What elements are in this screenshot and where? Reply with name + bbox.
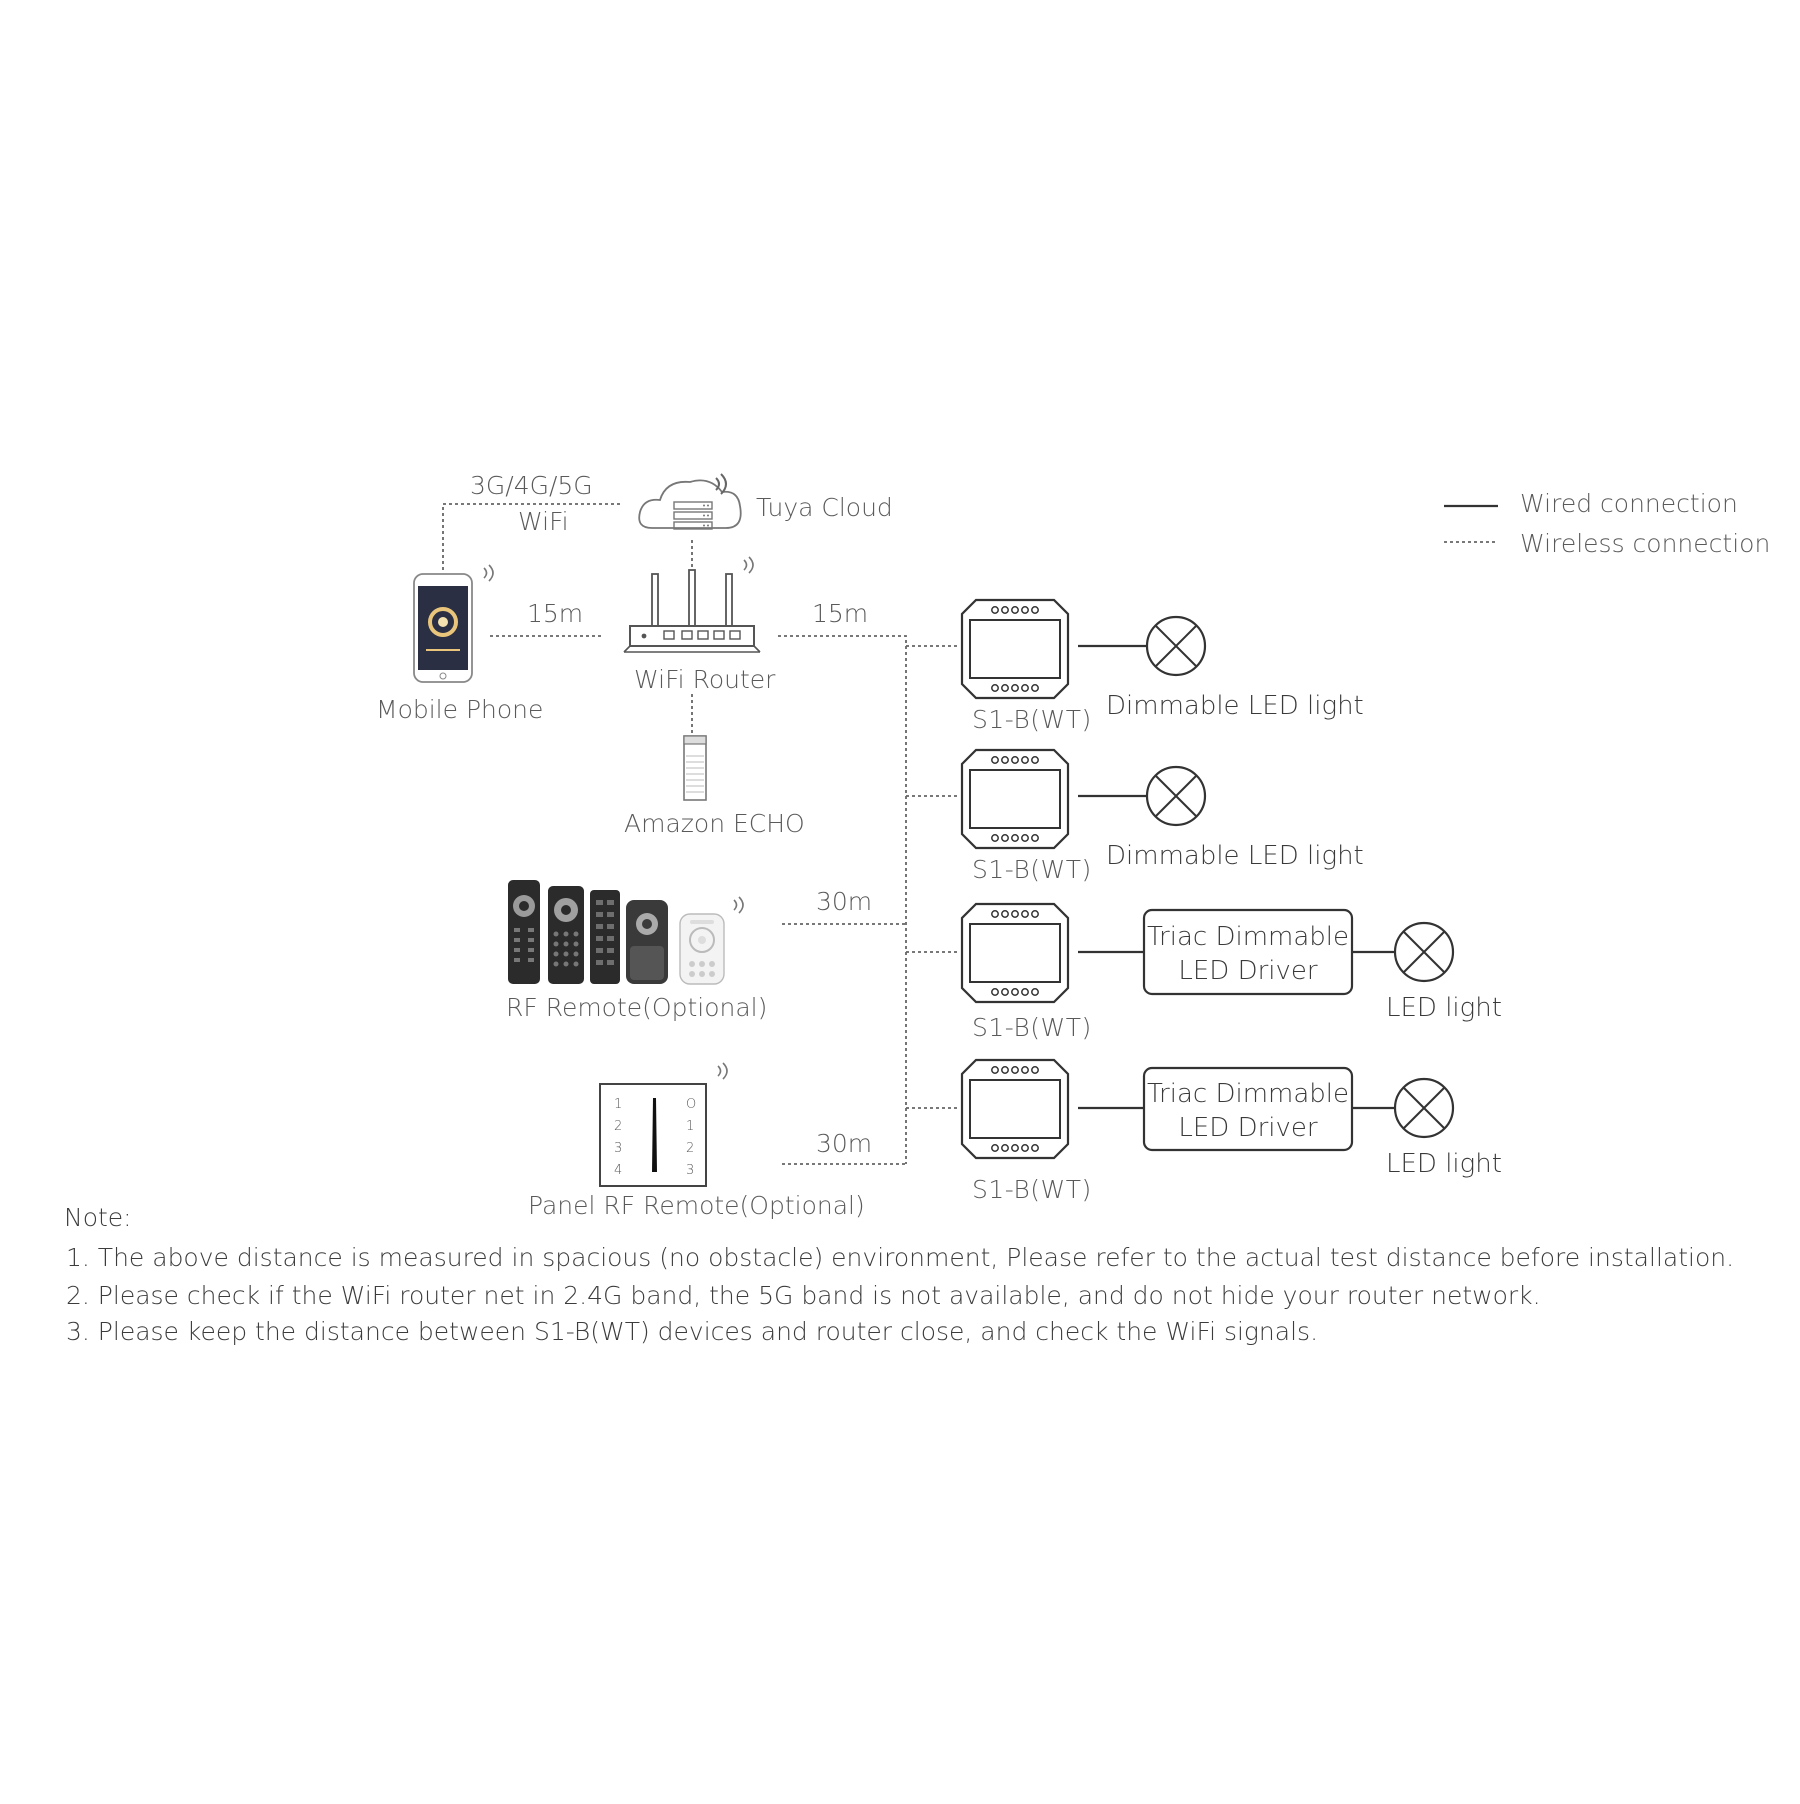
- load-4-label: LED light: [1386, 1149, 1502, 1179]
- legend: Wired connection Wireless connection: [1444, 489, 1770, 558]
- wireless-links: [442, 503, 958, 1165]
- lamp-3-icon: [1393, 921, 1455, 983]
- notes-title: Note:: [64, 1203, 132, 1232]
- phone-label: Mobile Phone: [376, 695, 543, 724]
- driver-4-line-2: LED Driver: [1178, 1113, 1318, 1143]
- driver-3-line-1: Triac Dimmable: [1147, 922, 1349, 952]
- driver-3-line-2: LED Driver: [1178, 956, 1318, 986]
- panel-left-key-2: 2: [614, 1119, 622, 1134]
- router-bus-distance: 15m: [812, 599, 868, 628]
- rf-remote-label: RF Remote(Optional): [506, 993, 767, 1022]
- router-bus-link: [778, 635, 907, 1164]
- panel-right-key-3: 2: [686, 1141, 694, 1156]
- mobile-phone-icon: [413, 564, 494, 683]
- note-1: 1. The above distance is measured in spa…: [66, 1243, 1734, 1272]
- panel-remote-distance: 30m: [816, 1129, 872, 1158]
- device-2: [960, 748, 1070, 850]
- device-4: [960, 1058, 1070, 1160]
- legend-wired-label: Wired connection: [1520, 489, 1738, 518]
- note-2: 2. Please check if the WiFi router net i…: [66, 1281, 1541, 1310]
- cellular-label: 3G/4G/5G: [470, 471, 593, 500]
- load-3-label: LED light: [1386, 993, 1502, 1023]
- driver-4-line-1: Triac Dimmable: [1147, 1079, 1349, 1109]
- phone-router-distance: 15m: [527, 599, 583, 628]
- panel-right-key-4: 3: [686, 1163, 694, 1178]
- rf-remotes-icon: [508, 880, 744, 985]
- lamp-4-icon: [1393, 1077, 1455, 1139]
- lamp-2-icon: [1145, 765, 1207, 827]
- device-1: [960, 598, 1070, 700]
- device-4-label: S1-B(WT): [972, 1175, 1092, 1204]
- device-4-icon: [960, 1058, 1070, 1160]
- lamp-1-icon: [1145, 615, 1207, 677]
- device-1-label: S1-B(WT): [972, 705, 1092, 734]
- notes: Note: 1. The above distance is measured …: [64, 1203, 1734, 1346]
- device-2-icon: [960, 748, 1070, 850]
- router-label: WiFi Router: [634, 665, 776, 694]
- rf-remote-distance: 30m: [816, 887, 872, 916]
- panel-left-key-1: 1: [614, 1097, 622, 1112]
- phone-cloud-link: [442, 503, 622, 570]
- wifi-router-icon: [623, 556, 761, 653]
- device-2-label: S1-B(WT): [972, 855, 1092, 884]
- load-1-label: Dimmable LED light: [1106, 691, 1364, 721]
- device-3: [960, 902, 1070, 1004]
- panel-right-key-1: O: [686, 1097, 696, 1112]
- device-3-icon: [960, 902, 1070, 1004]
- device-1-icon: [960, 598, 1070, 700]
- panel-right-key-2: 1: [686, 1119, 694, 1134]
- amazon-echo-icon: [683, 735, 707, 801]
- panel-left-key-3: 3: [614, 1141, 622, 1156]
- note-3: 3. Please keep the distance between S1-B…: [66, 1317, 1318, 1346]
- cloud-label: Tuya Cloud: [756, 493, 893, 522]
- panel-remote-label: Panel RF Remote(Optional): [528, 1191, 865, 1220]
- legend-wireless-label: Wireless connection: [1520, 529, 1770, 558]
- cloud-icon: [638, 473, 742, 530]
- echo-label: Amazon ECHO: [624, 809, 805, 838]
- panel-remote-icon: 1 2 3 4 O 1 2 3: [599, 1062, 728, 1187]
- load-2-label: Dimmable LED light: [1106, 841, 1364, 871]
- device-3-label: S1-B(WT): [972, 1013, 1092, 1042]
- wifi-label: WiFi: [518, 507, 569, 536]
- panel-left-key-4: 4: [614, 1163, 622, 1178]
